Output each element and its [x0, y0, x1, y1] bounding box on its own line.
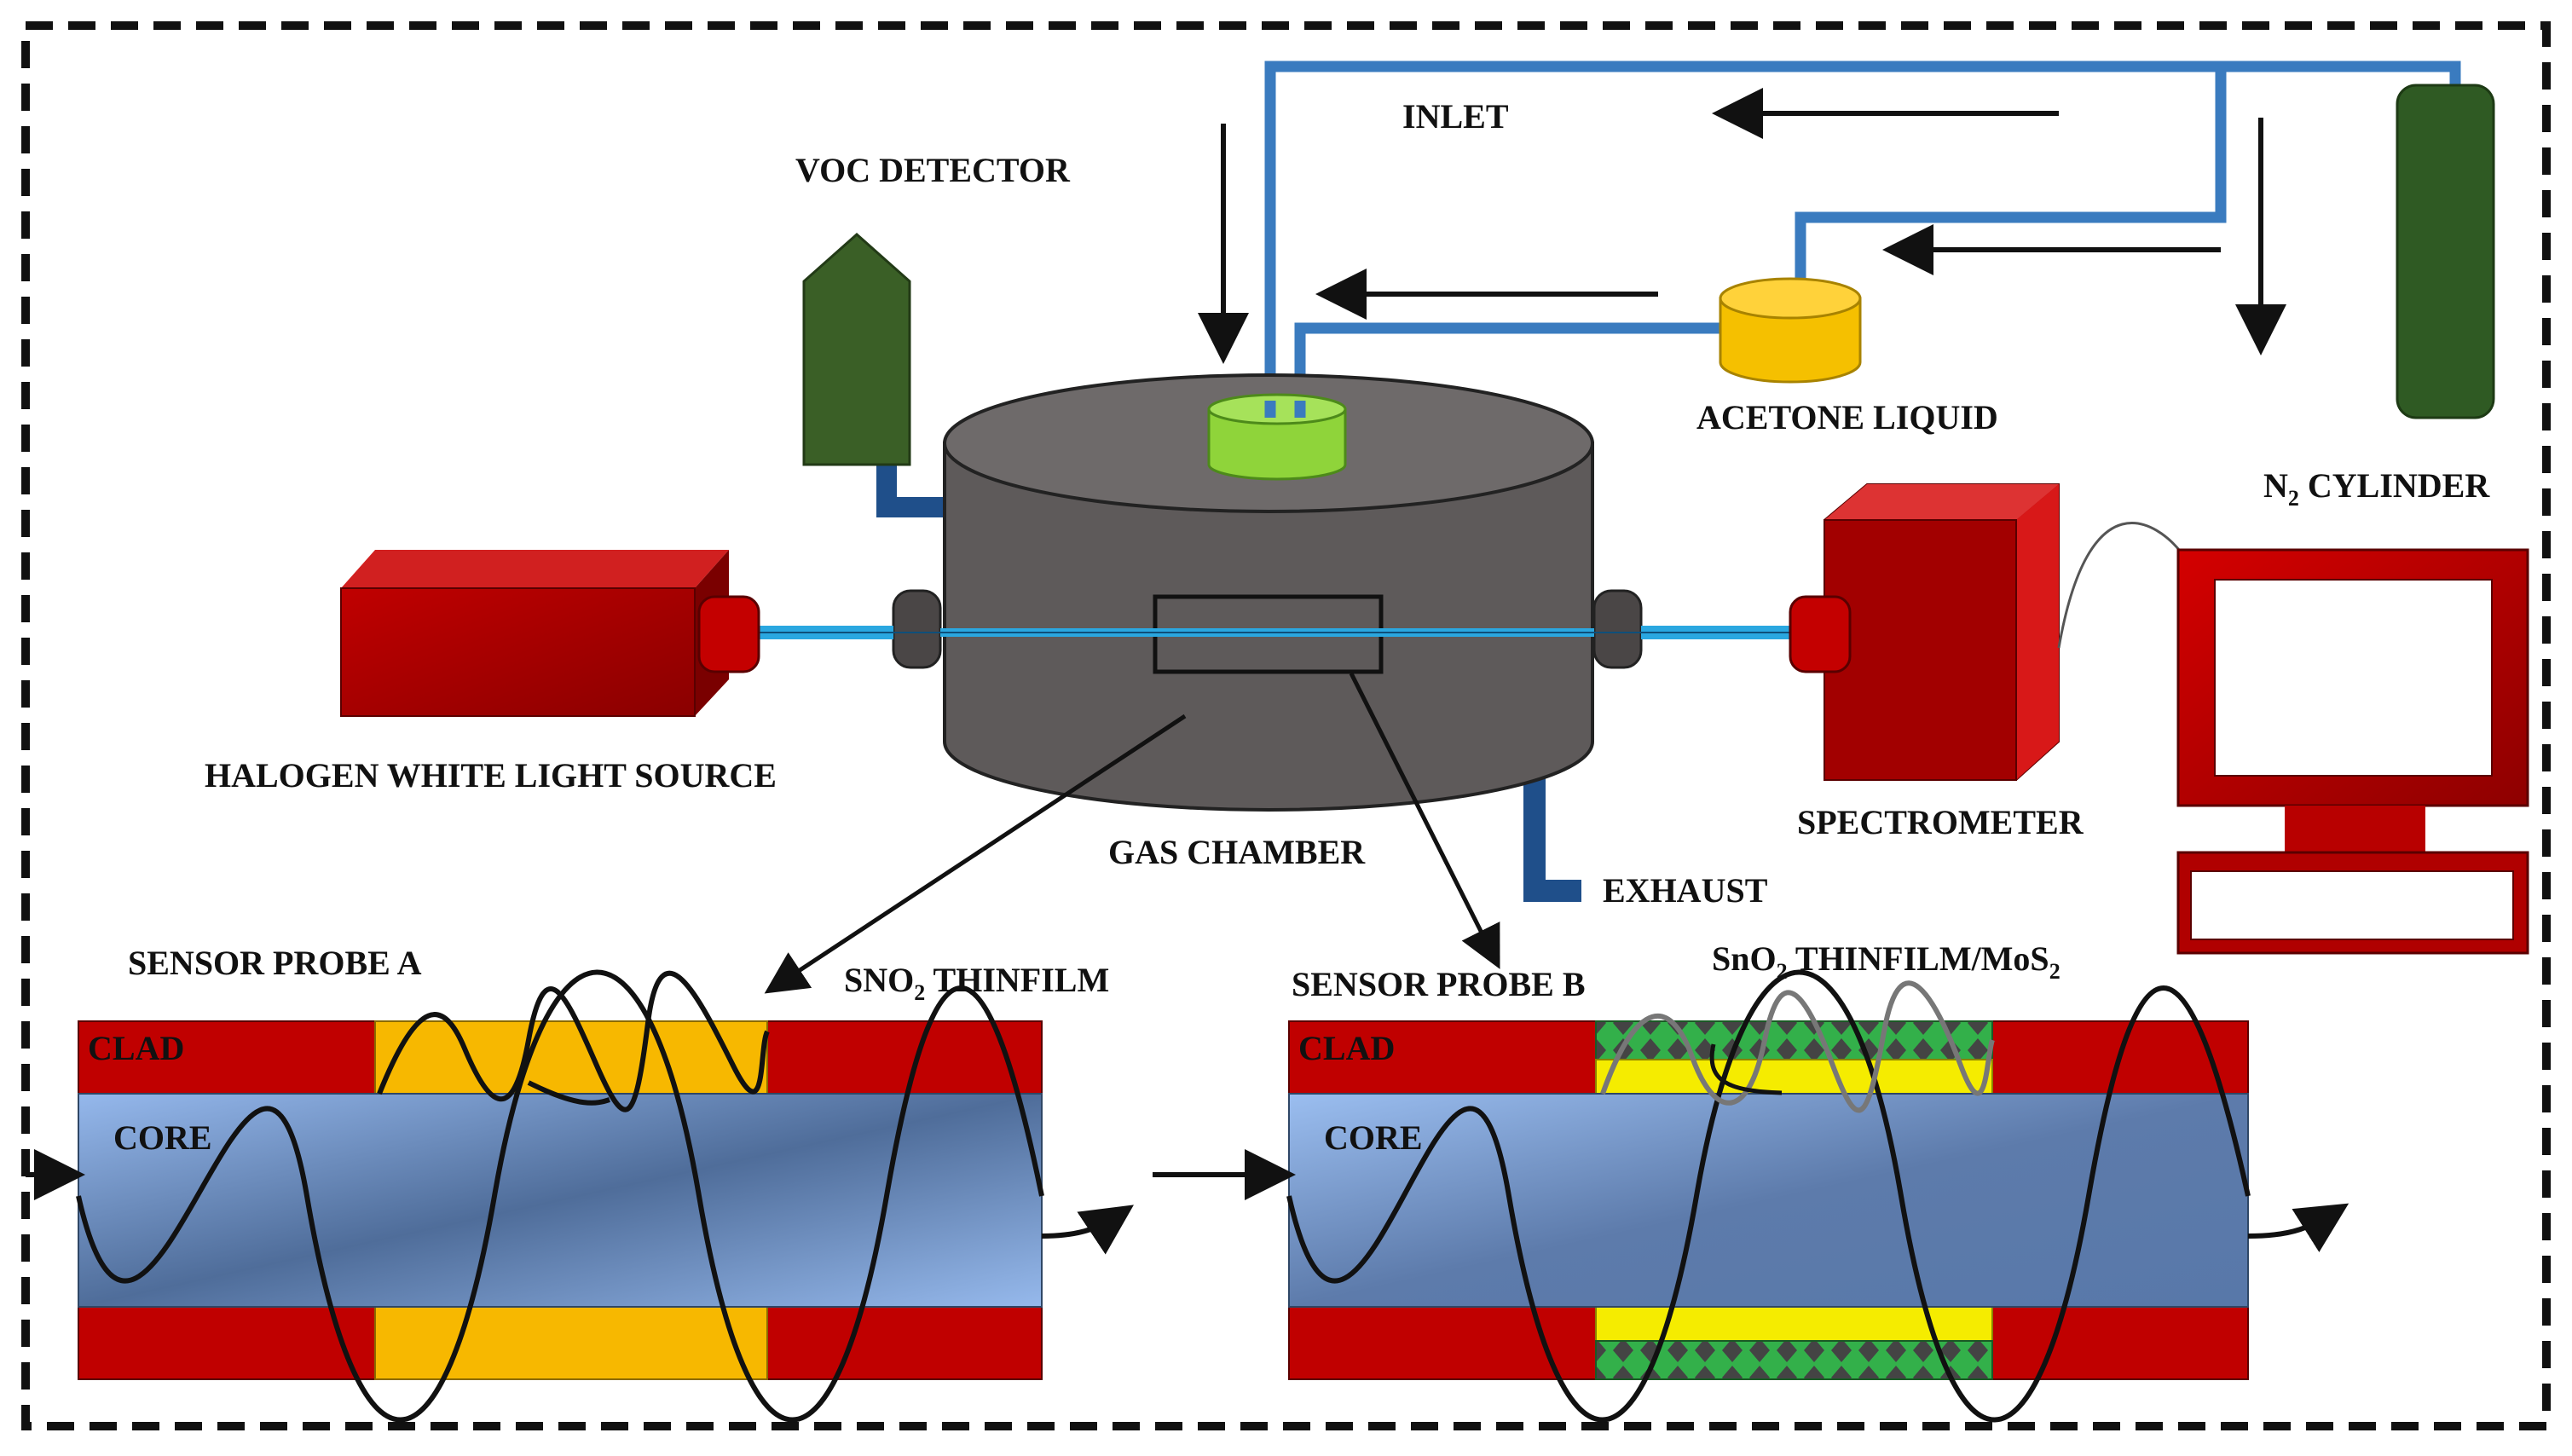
- data-cable: [2057, 522, 2184, 649]
- sno2-thinfilm-a-label: SNO2 THINFILM: [844, 961, 1109, 1005]
- sno2-mos2-label: SnO2 THINFILM/MoS2: [1712, 939, 2060, 984]
- clad-a-label: CLAD: [88, 1029, 184, 1067]
- gas-chamber-label: GAS CHAMBER: [1108, 833, 1366, 871]
- spectrometer: [1789, 483, 2060, 781]
- n2-cylinder: [2396, 84, 2495, 419]
- acetone-liquid-label: ACETONE LIQUID: [1696, 398, 1998, 436]
- voc-detector-label: VOC DETECTOR: [795, 151, 1071, 189]
- gas-chamber: [892, 373, 1643, 812]
- sensor-probe-a-label: SENSOR PROBE A: [128, 944, 422, 982]
- dashed-frame: [21, 21, 2551, 1430]
- exhaust-pipe: [1523, 771, 1581, 902]
- core-b-label: CORE: [1324, 1118, 1423, 1157]
- voc-detector: [802, 232, 951, 517]
- computer-monitor: [2176, 548, 2529, 955]
- n2-cylinder-label: N2 CYLINDER: [2263, 466, 2490, 511]
- sensor-probe-b-label: SENSOR PROBE B: [1292, 965, 1586, 1003]
- inlet-label: INLET: [1402, 97, 1509, 136]
- flow-arrows: [1198, 88, 2286, 364]
- core-a-label: CORE: [113, 1118, 212, 1157]
- spectrometer-label: SPECTROMETER: [1797, 803, 2084, 841]
- acetone-container: [1719, 277, 1862, 384]
- exhaust-label: EXHAUST: [1603, 871, 1768, 910]
- leader-lines: [764, 672, 1500, 994]
- sensor-probe-a: [76, 969, 1134, 1423]
- halogen-source-label: HALOGEN WHITE LIGHT SOURCE: [205, 756, 777, 794]
- clad-b-label: CLAD: [1298, 1029, 1395, 1067]
- sensor-probe-b: [1286, 969, 2349, 1423]
- halogen-light-source: [340, 550, 760, 717]
